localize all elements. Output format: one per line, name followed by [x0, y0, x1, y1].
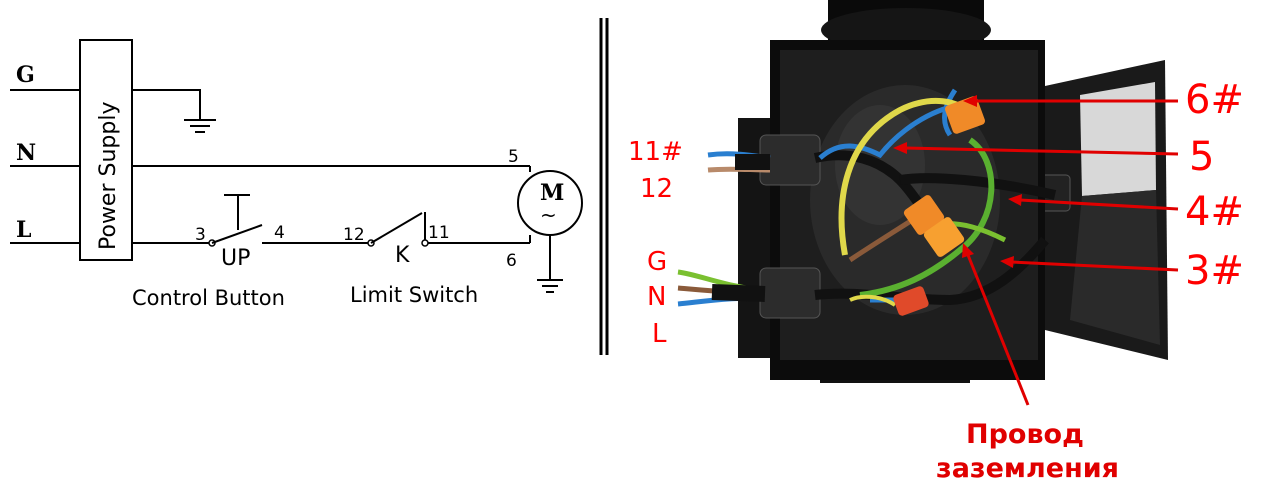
cable-gland-bottom [759, 267, 821, 319]
terminal-5: 5 [508, 147, 519, 167]
connector-5 [923, 217, 965, 257]
schematic-diagram: G N L Power Supply 3 UP 4 12 [10, 39, 583, 310]
lid-label-sticker [1080, 82, 1156, 196]
label-wire-12: 12 [640, 174, 673, 204]
control-button-label: UP [221, 246, 250, 271]
wire-green-internal [859, 137, 995, 298]
ground-wire-label-line1: Провод [966, 419, 1084, 450]
power-supply-label: Power Supply [96, 102, 121, 250]
connector-3 [893, 286, 929, 316]
terminal-6: 6 [506, 251, 517, 271]
callout-6: 6# [1185, 77, 1244, 123]
control-button-contact [211, 224, 263, 244]
control-button-caption: Control Button [132, 286, 285, 310]
callout-arrows [893, 95, 1179, 406]
wire-g-out [132, 89, 201, 120]
terminal-11: 11 [428, 223, 450, 243]
limit-switch-label: K [395, 243, 410, 268]
callout-3: 3# [1185, 248, 1244, 294]
connector-4 [903, 195, 945, 235]
line-label-g: G [16, 62, 35, 88]
label-n: N [647, 282, 666, 312]
line-label-l: L [16, 217, 31, 243]
junction-box-photo [677, 0, 1168, 383]
callout-4: 4# [1185, 189, 1244, 235]
terminal-3: 3 [195, 225, 206, 245]
motor-ac-symbol: ~ [540, 203, 557, 227]
power-supply-box [79, 39, 133, 261]
label-wire-11: 11# [628, 137, 683, 167]
limit-switch-contact [370, 212, 423, 244]
terminal-12: 12 [343, 225, 365, 245]
motor-letter: M [540, 180, 564, 206]
line-label-n: N [16, 140, 36, 166]
callout-5: 5 [1189, 134, 1214, 180]
limit-switch-caption: Limit Switch [350, 283, 478, 307]
label-g: G [647, 247, 667, 277]
ground-wire-label-line2: заземления [936, 453, 1119, 484]
label-l: L [652, 319, 667, 349]
wire-yellow-internal [838, 97, 973, 256]
terminal-4: 4 [274, 223, 285, 243]
